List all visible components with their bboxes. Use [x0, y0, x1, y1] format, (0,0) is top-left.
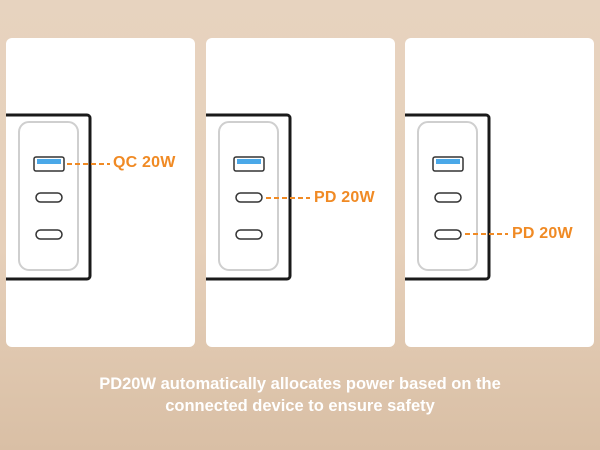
- port-power-label: PD 20W: [314, 189, 375, 206]
- port-power-label: PD 20W: [512, 225, 573, 242]
- panel-usb-c2-pd: PD 20W: [405, 38, 594, 347]
- port-power-label: QC 20W: [113, 154, 176, 171]
- caption-line-2: connected device to ensure safety: [165, 397, 435, 415]
- usb-a-port: [233, 156, 265, 172]
- caption-line-1: PD20W automatically allocates power base…: [99, 375, 501, 393]
- usb-a-port: [33, 156, 65, 172]
- usb-c-port-2: [235, 229, 263, 240]
- charger-illustration: [206, 113, 310, 281]
- usb-a-port: [432, 156, 464, 172]
- usb-c-port-1: [434, 192, 462, 203]
- usb-c-port-1: [35, 192, 63, 203]
- charger-illustration: [405, 113, 508, 281]
- caption: PD20W automatically allocates power base…: [0, 373, 600, 417]
- usb-c-port-2: [434, 229, 462, 240]
- charger-illustration: [6, 113, 110, 281]
- panel-usb-a-qc: QC 20W: [6, 38, 195, 347]
- panel-usb-c1-pd: PD 20W: [206, 38, 395, 347]
- usb-c-port-2: [35, 229, 63, 240]
- usb-c-port-1: [235, 192, 263, 203]
